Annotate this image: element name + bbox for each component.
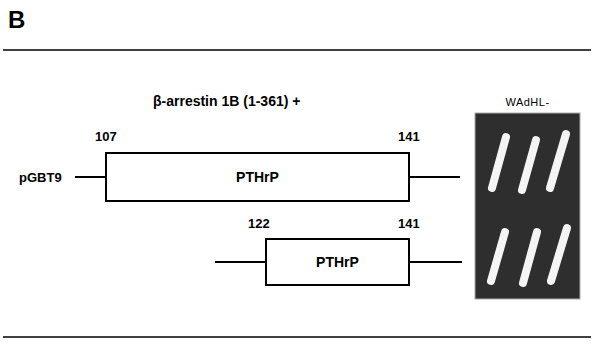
- protein-name: PTHrP: [316, 254, 359, 270]
- residue-number: 141: [398, 216, 420, 231]
- residue-number: pGBT9: [19, 170, 62, 185]
- residue-number: 122: [248, 216, 270, 231]
- vector-line: [409, 261, 462, 263]
- protein-name: PTHrP: [236, 169, 279, 185]
- bait-label: β-arrestin 1B (1-361) +: [153, 93, 300, 109]
- vector-line: [409, 176, 460, 178]
- protein-fragment-box: PTHrP: [265, 238, 410, 286]
- growth-plate: WAdHL-: [475, 96, 580, 299]
- yeast-plate: [475, 113, 580, 299]
- yeast-streaks: [491, 134, 567, 283]
- panel-rule: [3, 49, 591, 51]
- vector-line: [75, 176, 106, 178]
- residue-number: 141: [398, 129, 420, 144]
- plate-label: WAdHL-: [475, 96, 580, 108]
- panel-rule: [3, 336, 591, 338]
- residue-number: 107: [95, 129, 117, 144]
- panel-letter: B: [8, 6, 25, 34]
- protein-fragment-box: PTHrP: [105, 152, 410, 202]
- vector-line: [215, 261, 266, 263]
